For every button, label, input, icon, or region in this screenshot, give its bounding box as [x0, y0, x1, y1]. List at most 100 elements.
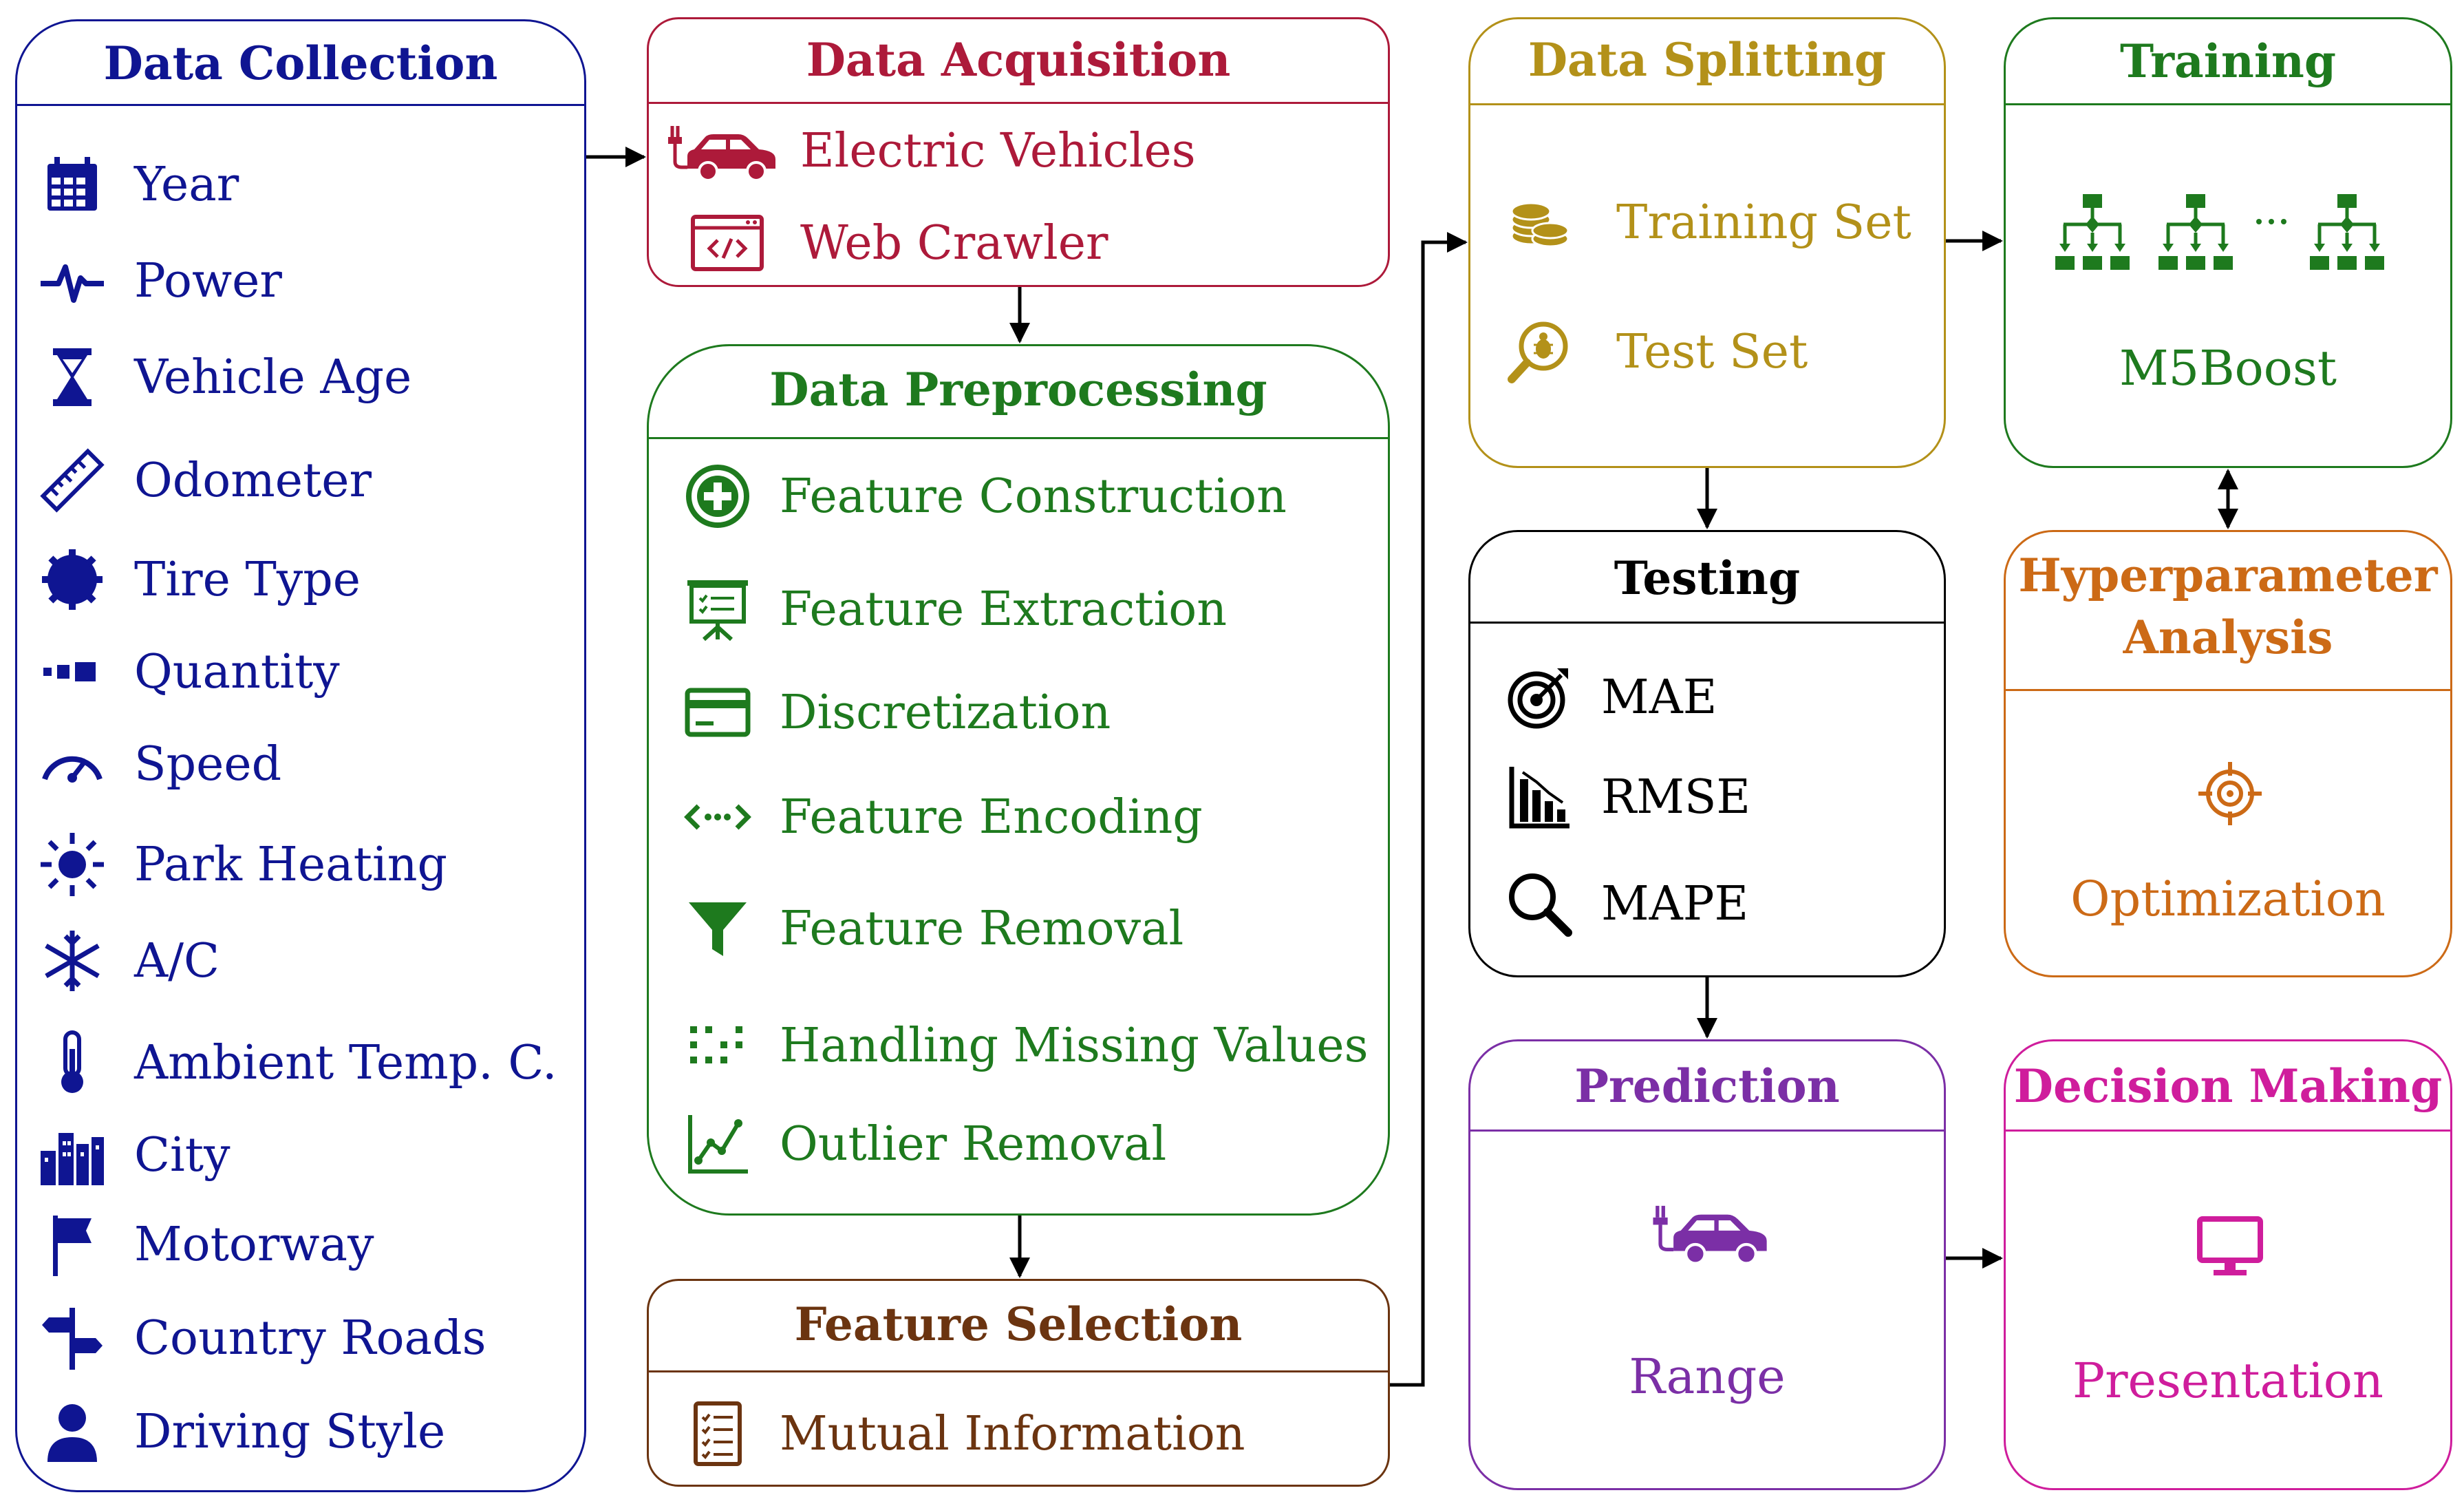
preprocessing-item-label: Feature Encoding	[780, 789, 1203, 845]
data-collection-title: Data Collection	[103, 36, 498, 90]
preprocessing-item-label: Handling Missing Values	[780, 1018, 1369, 1073]
collection-item-quantity: Quantity	[31, 634, 340, 710]
code-arrows-icon	[676, 779, 759, 855]
data-preprocessing-panel: Data Preprocessing Feature Construction …	[647, 344, 1390, 1216]
training-model-label: M5Boost	[2119, 340, 2337, 396]
selection-item-mutual-information: Mutual Information	[676, 1396, 1245, 1472]
data-preprocessing-title: Data Preprocessing	[769, 363, 1267, 416]
collection-item-ac: A/C	[31, 923, 219, 999]
collection-item-country-roads: Country Roads	[31, 1300, 486, 1376]
testing-item-mape: MAPE	[1498, 866, 1748, 942]
checklist-icon	[676, 1396, 759, 1472]
collection-item-label: Driving Style	[134, 1404, 446, 1459]
pulse-icon	[31, 243, 114, 319]
feature-selection-title: Feature Selection	[794, 1297, 1243, 1351]
feature-selection-title-rule	[649, 1370, 1388, 1372]
bar-chart-icon	[1498, 759, 1581, 835]
bug-search-icon	[1498, 314, 1581, 390]
chart-line-icon	[676, 1106, 759, 1182]
preprocessing-item-feature-removal: Feature Removal	[676, 891, 1183, 966]
hyperparameter-title-line1: Hyperparameter	[2018, 549, 2438, 602]
data-acquisition-title: Data Acquisition	[806, 33, 1231, 87]
hyperparameter-title-line2: Analysis	[2123, 611, 2333, 664]
collection-item-label: Year	[134, 157, 239, 212]
preprocessing-item-discretization: Discretization	[676, 675, 1111, 750]
training-title: Training	[2119, 34, 2337, 88]
preprocessing-item-feature-encoding: Feature Encoding	[676, 779, 1203, 855]
testing-panel: Testing MAE RMSE MAPE	[1468, 530, 1946, 977]
preprocessing-item-feature-construction: Feature Construction	[676, 458, 1287, 534]
calendar-icon	[31, 147, 114, 222]
signpost-icon	[31, 1300, 114, 1376]
training-title-rule	[2006, 103, 2450, 105]
ruler-icon	[31, 443, 114, 518]
collection-item-driving-style: Driving Style	[31, 1394, 445, 1470]
preprocessing-item-outlier-removal: Outlier Removal	[676, 1106, 1166, 1182]
collection-item-ambient-temp: Ambient Temp. C.	[31, 1025, 557, 1101]
preprocessing-item-feature-extraction: Feature Extraction	[676, 571, 1227, 647]
preprocessing-item-label: Outlier Removal	[780, 1116, 1167, 1171]
testing-item-mae: MAE	[1498, 659, 1717, 735]
tire-icon	[31, 542, 114, 617]
collection-item-power: Power	[31, 243, 282, 319]
sun-icon	[31, 827, 114, 902]
data-acquisition-title-rule	[649, 102, 1388, 104]
decision-making-title-rule	[2006, 1130, 2450, 1132]
card-icon	[676, 675, 759, 750]
acquisition-item-electric-vehicles: Electric Vehicles	[663, 113, 1196, 189]
data-collection-panel: Data Collection Year Power Vehicle Age O…	[15, 19, 586, 1492]
presentation-board-icon	[676, 571, 759, 647]
testing-item-label: RMSE	[1601, 770, 1751, 825]
data-preprocessing-title-rule	[649, 437, 1388, 439]
hyperparameter-title-rule	[2006, 689, 2450, 691]
prediction-title: Prediction	[1574, 1059, 1840, 1113]
testing-title-rule	[1470, 622, 1944, 624]
acquisition-item-web-crawler: Web Crawler	[663, 205, 1108, 281]
coins-icon	[1498, 184, 1581, 260]
tree-ensemble-icon	[2054, 191, 2406, 281]
splitting-item-label: Training Set	[1616, 195, 1911, 250]
splitting-item-test-set: Test Set	[1498, 314, 1808, 390]
collection-item-city: City	[31, 1117, 231, 1193]
collection-item-label: Speed	[134, 736, 282, 792]
testing-title: Testing	[1614, 551, 1801, 605]
collection-item-vehicle-age: Vehicle Age	[31, 339, 411, 415]
person-icon	[31, 1394, 114, 1470]
web-code-icon	[663, 205, 780, 281]
preprocessing-item-label: Discretization	[780, 685, 1111, 740]
collection-item-label: Ambient Temp. C.	[134, 1035, 557, 1090]
prediction-title-rule	[1470, 1130, 1944, 1132]
decision-making-label: Presentation	[2072, 1353, 2384, 1409]
preprocessing-item-label: Feature Removal	[780, 901, 1184, 956]
acquisition-item-label: Web Crawler	[800, 215, 1108, 271]
dots-grid-icon	[676, 1008, 759, 1083]
collection-item-label: Power	[134, 253, 282, 308]
data-collection-title-rule	[17, 104, 584, 106]
magnifier-icon	[1498, 866, 1581, 942]
hyperparameter-label: Optimization	[2070, 871, 2386, 927]
target-icon	[1498, 659, 1581, 735]
collection-item-label: Odometer	[134, 453, 372, 508]
city-icon	[31, 1117, 114, 1193]
collection-item-label: Country Roads	[134, 1311, 486, 1366]
preprocessing-item-label: Feature Construction	[780, 469, 1287, 524]
collection-item-park-heating: Park Heating	[31, 827, 447, 902]
arrow-selection-to-splitting	[1390, 232, 1468, 1387]
selection-item-label: Mutual Information	[780, 1406, 1245, 1461]
collection-item-label: City	[134, 1127, 231, 1182]
hyperparameter-analysis-panel: Hyperparameter Analysis Optimization	[2004, 530, 2452, 977]
collection-item-tire-type: Tire Type	[31, 542, 361, 617]
decision-making-title: Decision Making	[2013, 1059, 2443, 1113]
monitor-icon	[2196, 1212, 2264, 1281]
splitting-item-label: Test Set	[1616, 324, 1808, 379]
quantity-icon	[31, 634, 114, 710]
data-splitting-title-rule	[1470, 103, 1944, 105]
collection-item-label: Tire Type	[134, 552, 361, 607]
preprocessing-item-label: Feature Extraction	[780, 582, 1227, 637]
collection-item-label: Vehicle Age	[134, 350, 412, 405]
collection-item-speed: Speed	[31, 726, 281, 802]
prediction-panel: Prediction Range	[1468, 1039, 1946, 1490]
collection-item-odometer: Odometer	[31, 443, 372, 518]
prediction-label: Range	[1629, 1348, 1786, 1405]
data-splitting-panel: Data Splitting Training Set Test Set	[1468, 17, 1946, 468]
